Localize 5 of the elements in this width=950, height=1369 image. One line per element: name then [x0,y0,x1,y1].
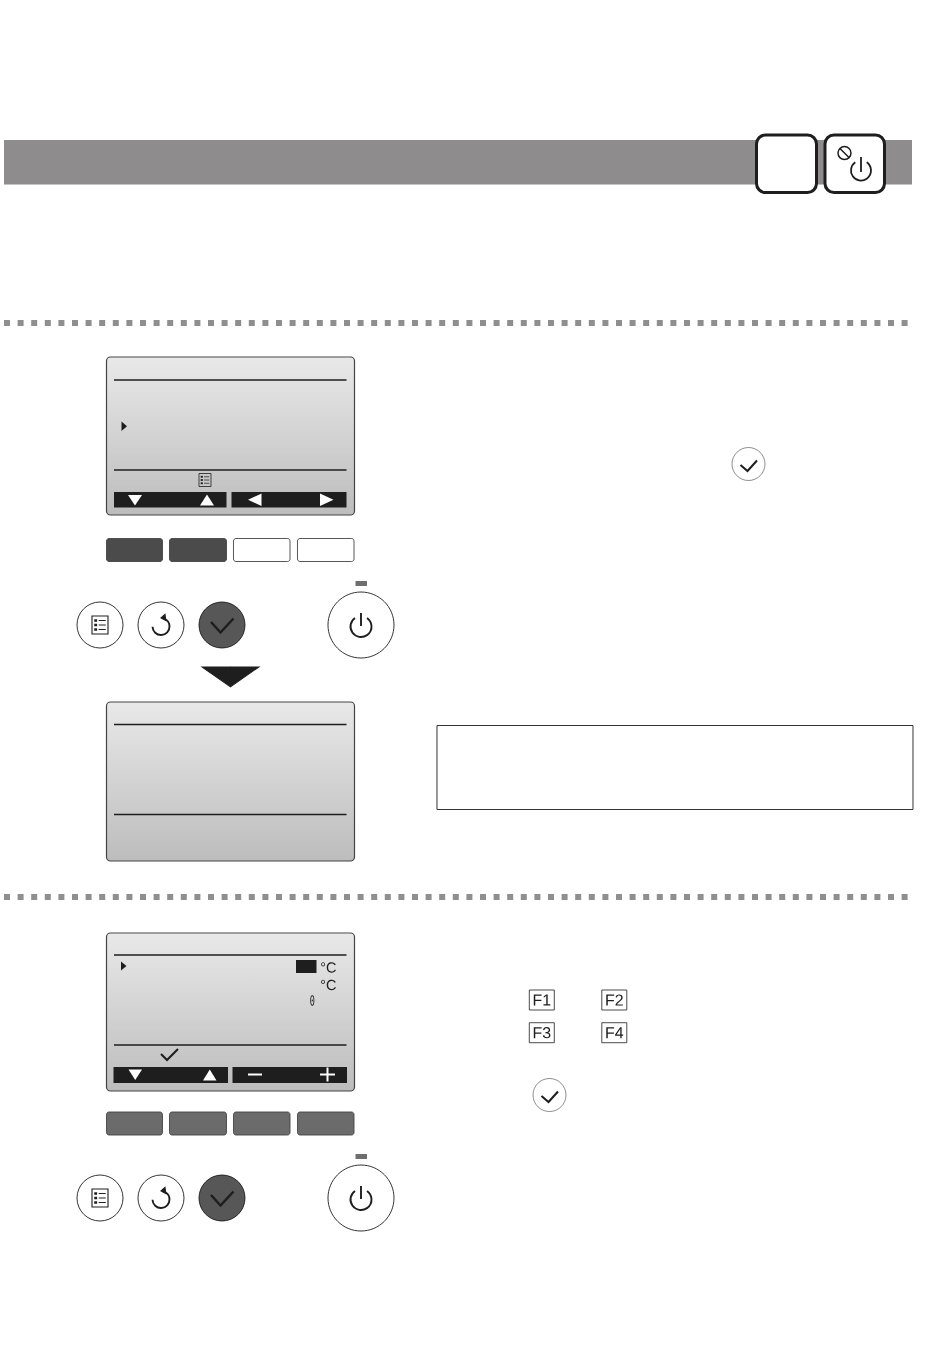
unit-label: °C [321,962,336,973]
note-box [436,725,914,810]
flow-arrow [201,666,260,688]
value-digit: 0 [310,995,315,1006]
unit-label: °C [321,979,336,991]
